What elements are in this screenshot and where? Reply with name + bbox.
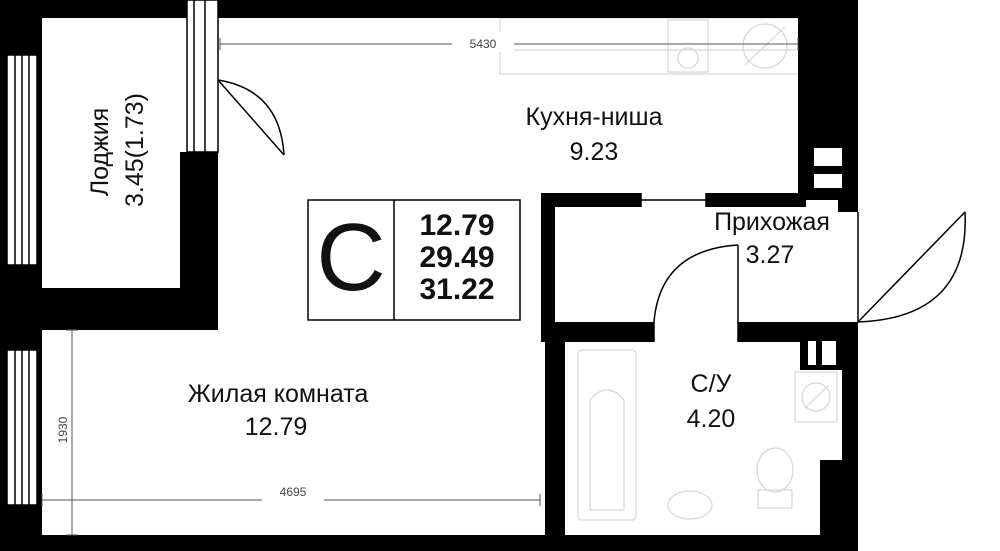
- washing-machine: [794, 371, 838, 423]
- ventilation-shafts: [808, 148, 842, 365]
- legend-box: [307, 199, 521, 321]
- stove-icon: [742, 23, 788, 69]
- room-hallway-area: 3.27: [746, 241, 795, 269]
- room-loggia: Лоджия 3.45(1.73): [86, 93, 149, 207]
- washbasin-icon: [667, 490, 713, 520]
- doors: [217, 79, 966, 342]
- bathtub-inner: [589, 389, 625, 511]
- toilet-tank: [757, 489, 793, 509]
- wall-bathroom: [545, 322, 565, 535]
- wall-top: [218, 0, 858, 18]
- balcony-door-frame: [186, 0, 219, 153]
- sink-icon: [677, 47, 699, 69]
- room-kitchen-name: Кухня-ниша: [526, 103, 663, 131]
- windows: [6, 0, 219, 506]
- area-legend: С 12.79 29.49 31.22: [307, 199, 521, 321]
- bathtub: [577, 349, 637, 521]
- room-living-area: 12.79: [245, 413, 308, 441]
- room-living-name: Жилая комната: [188, 380, 369, 408]
- dim-top-width: 5430: [470, 37, 497, 51]
- walls: [0, 0, 858, 551]
- entrance-door-arc: [857, 211, 966, 323]
- entrance-door-leaf: [857, 211, 966, 323]
- room-living: Жилая комната 12.79: [188, 380, 369, 441]
- fridge: [667, 19, 709, 73]
- balcony-door-leaf: [217, 79, 285, 156]
- wall-bottom: [0, 535, 858, 551]
- room-hallway-name: Прихожая: [714, 208, 830, 236]
- room-loggia-name: Лоджия: [86, 108, 114, 197]
- legend-living-area: 12.79: [419, 209, 494, 242]
- bathroom-door-arc: [653, 244, 739, 323]
- room-bathroom-area: 4.20: [687, 405, 736, 433]
- legend-total-with-loggia: 31.22: [419, 273, 494, 306]
- room-hallway: Прихожая 3.27: [714, 208, 830, 269]
- room-bathroom-name: С/У: [691, 370, 732, 398]
- toilet-icon: [756, 447, 794, 493]
- legend-total-area: 29.49: [419, 241, 494, 274]
- dim-bottom-width: 4695: [280, 485, 307, 499]
- dim-left-height: 1930: [56, 416, 70, 443]
- room-kitchen: Кухня-ниша 9.23: [526, 103, 663, 166]
- room-bathroom: С/У 4.20: [687, 370, 736, 433]
- apartment-type-letter: С: [316, 204, 385, 311]
- room-kitchen-area: 9.23: [570, 138, 619, 166]
- room-loggia-area: 3.45(1.73): [121, 93, 149, 207]
